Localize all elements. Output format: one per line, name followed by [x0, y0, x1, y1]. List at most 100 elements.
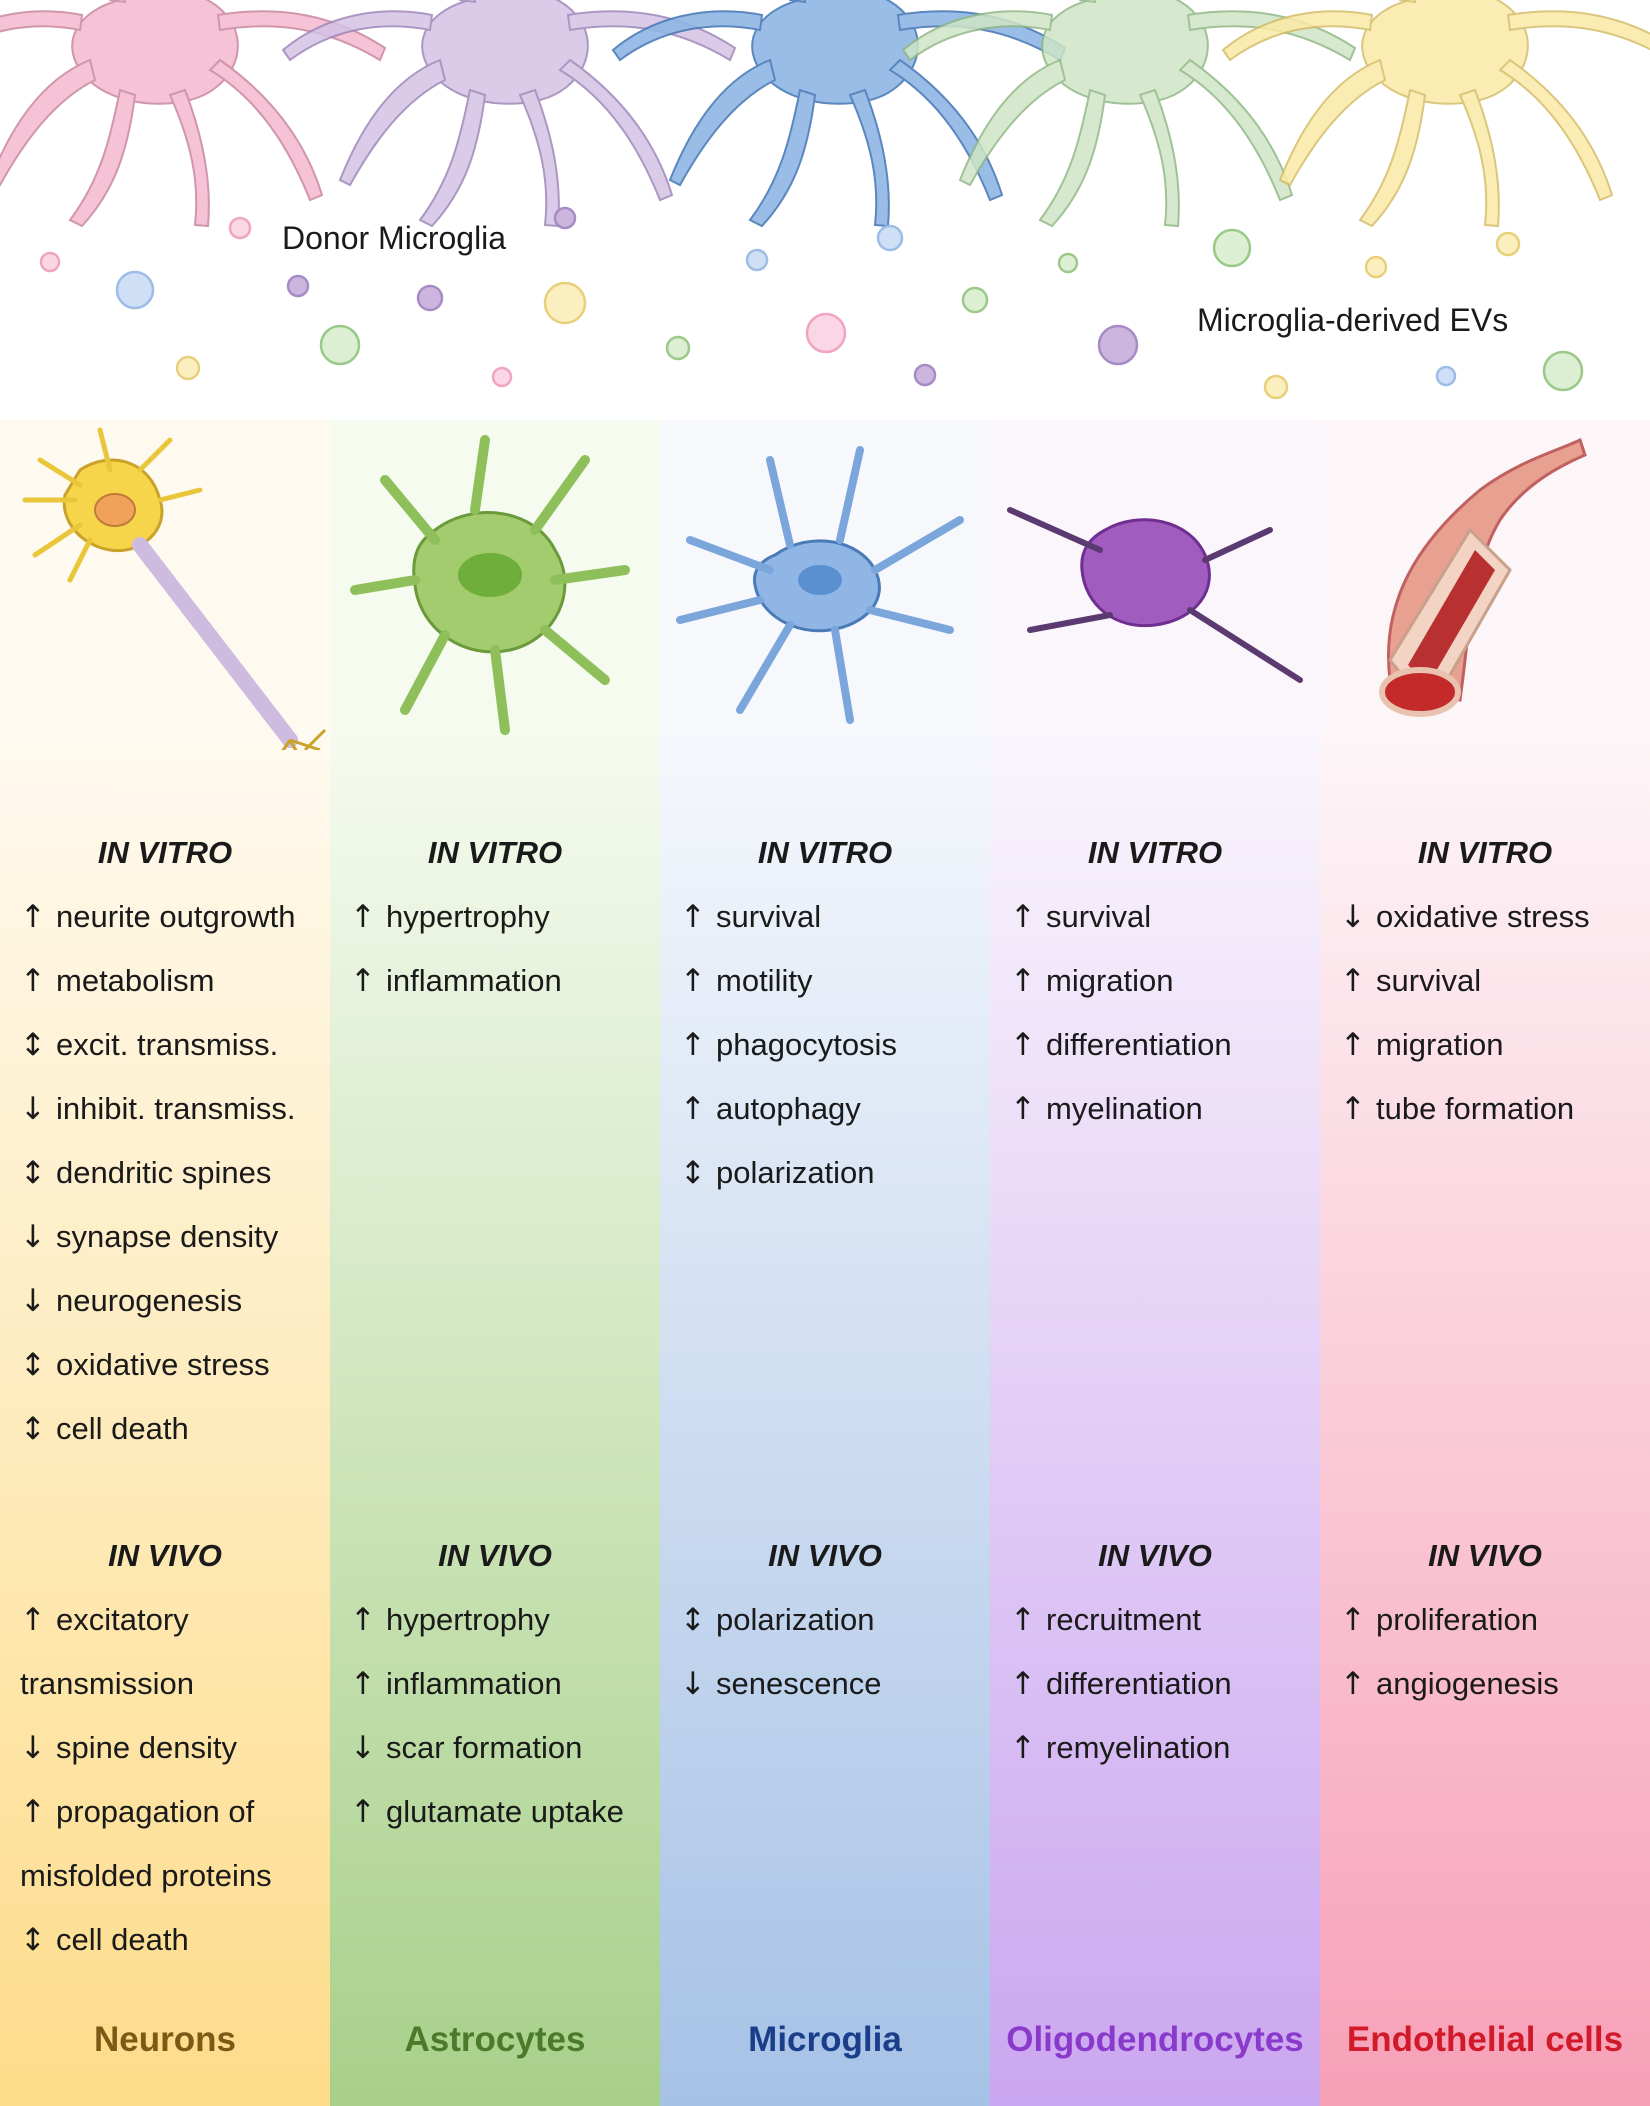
effect-label: polarization — [716, 1602, 875, 1637]
effect-label: survival — [1046, 899, 1152, 934]
effect-item: ↑differentiation — [1010, 1652, 1320, 1716]
effect-item: ↑proliferation — [1340, 1588, 1650, 1652]
in-vivo-effects: ↑recruitment↑differentiation↑remyelinati… — [1010, 1588, 1320, 1780]
column-microglia: IN VITRO ↑survival↑motility↑phagocytosis↑… — [660, 420, 990, 2106]
microglia-derived-evs-label: Microglia-derived EVs — [1197, 302, 1509, 338]
effect-item: ↑ neurite outgrowth — [20, 885, 330, 949]
effect-label: propagation of — [56, 1794, 255, 1829]
cell-type-label: Astrocytes — [404, 2020, 586, 2059]
oligodendrocyte-icon — [1007, 507, 1303, 683]
effect-item: ↓synapse density — [20, 1205, 330, 1269]
microglia-icon — [676, 446, 964, 724]
effect-direction-arrow: ↑ — [20, 963, 46, 999]
in-vivo-heading: IN VIVO — [1098, 1538, 1212, 1573]
in-vitro-effects: ↓oxidative stress↑survival↑migration↑tub… — [1340, 885, 1650, 1141]
effect-direction-arrow: ↓ — [20, 1091, 46, 1127]
effect-direction-arrow: ↕ — [680, 1602, 706, 1638]
effect-direction-arrow: ↑ — [350, 1602, 376, 1638]
effect-item: ↑ hypertrophy — [350, 885, 660, 949]
effect-item: ↓neurogenesis — [20, 1269, 330, 1333]
effect-label: tube formation — [1376, 1091, 1575, 1126]
effect-label: migration — [1046, 963, 1174, 998]
effect-item: ↑motility — [680, 949, 990, 1013]
effect-label: hypertrophy — [386, 1602, 550, 1637]
in-vivo-effects: ↑proliferation↑angiogenesis — [1340, 1588, 1650, 1716]
effect-direction-arrow: ↑ — [20, 1602, 46, 1638]
effect-item: ↕excit. transmiss. — [20, 1013, 330, 1077]
effect-item: ↕cell death — [20, 1908, 330, 1972]
effect-label: scar formation — [386, 1730, 583, 1765]
effect-direction-arrow: ↑ — [350, 963, 376, 999]
effect-item: ↑survival — [1340, 949, 1650, 1013]
in-vitro-heading: IN VITRO — [1417, 835, 1553, 870]
effect-label: cell death — [56, 1411, 189, 1446]
column-oligodendrocytes: IN VITRO↑survival↑migration↑differentiat… — [990, 420, 1320, 2106]
effect-item: ↕ dendritic spines — [20, 1141, 330, 1205]
effect-label: myelination — [1046, 1091, 1203, 1126]
effect-direction-arrow: ↓ — [1340, 899, 1366, 935]
effect-direction-arrow: ↑ — [1010, 1730, 1036, 1766]
effect-direction-arrow: ↕ — [680, 1155, 706, 1191]
effect-label: dendritic spines — [56, 1155, 272, 1190]
in-vivo-heading: IN VIVO — [768, 1538, 882, 1573]
effect-direction-arrow: ↑ — [350, 1666, 376, 1702]
effect-direction-arrow: ↑ — [1010, 1602, 1036, 1638]
extracellular-vesicles — [39, 206, 1584, 400]
effect-direction-arrow: ↕ — [20, 1027, 46, 1063]
effect-label: spine density — [56, 1730, 237, 1765]
in-vitro-effects: ↑survival↑motility↑phagocytosis↑autophag… — [680, 885, 990, 1205]
effect-label: neurite outgrowth — [56, 899, 296, 934]
effect-item: ↑survival — [1010, 885, 1320, 949]
donor-microglia-label: Donor Microglia — [282, 220, 507, 256]
effect-label: differentiation — [1046, 1027, 1232, 1062]
column-neurons: IN VITRO↑neurite outgrowth↑metabolism↕ex… — [0, 420, 330, 2106]
effect-direction-arrow: ↓ — [20, 1283, 46, 1319]
effect-label: inhibit. transmiss. — [56, 1091, 296, 1126]
effect-label: inflammation — [386, 1666, 562, 1701]
effect-direction-arrow: ↑ — [350, 899, 376, 935]
effect-direction-arrow: ↑ — [680, 1027, 706, 1063]
effect-direction-arrow: ↑ — [1340, 1027, 1366, 1063]
effect-item: ↑autophagy — [680, 1077, 990, 1141]
effect-direction-arrow: ↑ — [1340, 1666, 1366, 1702]
in-vitro-effects: ↑ hypertrophy ↑ inflammation — [350, 885, 660, 1013]
in-vivo-effects: ↕ polarization ↓senescence — [680, 1588, 990, 1716]
effect-label: glutamate uptake — [386, 1794, 624, 1829]
effect-direction-arrow: ↑ — [350, 1794, 376, 1830]
effect-direction-arrow: ↕ — [20, 1155, 46, 1191]
effect-item: ↑ inflammation — [350, 949, 660, 1013]
effect-item: ↓senescence — [680, 1652, 990, 1716]
effect-direction-arrow: ↑ — [1010, 1091, 1036, 1127]
effect-item: ↑migration — [1340, 1013, 1650, 1077]
in-vivo-heading: IN VIVO — [1428, 1538, 1542, 1573]
in-vivo-heading: IN VIVO — [108, 1538, 222, 1573]
effect-label: angiogenesis — [1376, 1666, 1559, 1701]
effect-label: polarization — [716, 1155, 875, 1190]
effect-direction-arrow: ↑ — [1340, 963, 1366, 999]
effect-direction-arrow: ↑ — [1010, 1027, 1036, 1063]
effect-item-continuation: transmission — [20, 1666, 194, 1701]
effect-item: ↑ myelination — [1010, 1077, 1320, 1141]
effect-label: inflammation — [386, 963, 562, 998]
effect-label: differentiation — [1046, 1666, 1232, 1701]
in-vitro-heading: IN VITRO — [757, 835, 893, 870]
effect-direction-arrow: ↑ — [20, 899, 46, 935]
effect-direction-arrow: ↓ — [350, 1730, 376, 1766]
neuron-icon — [22, 427, 327, 750]
effect-item: ↑ differentiation — [1010, 1013, 1320, 1077]
effect-label: recruitment — [1046, 1602, 1202, 1637]
effect-item: ↕cell death — [20, 1397, 330, 1461]
cell-type-label: Oligodendrocytes — [1006, 2020, 1304, 2059]
effect-item: ↓oxidative stress — [1340, 885, 1650, 949]
in-vivo-effects: ↑ hypertrophy ↑ inflammation ↓ scar formation… — [350, 1588, 660, 1844]
effect-direction-arrow: ↑ — [1340, 1602, 1366, 1638]
effect-direction-arrow: ↓ — [20, 1219, 46, 1255]
in-vitro-effects: ↑survival↑migration↑differentiation↑myel… — [1010, 885, 1320, 1141]
effect-direction-arrow: ↑ — [680, 963, 706, 999]
effect-item: ↑metabolism — [20, 949, 330, 1013]
effect-direction-arrow: ↓ — [680, 1666, 706, 1702]
effect-item: ↑phagocytosis — [680, 1013, 990, 1077]
effect-label: hypertrophy — [386, 899, 550, 934]
